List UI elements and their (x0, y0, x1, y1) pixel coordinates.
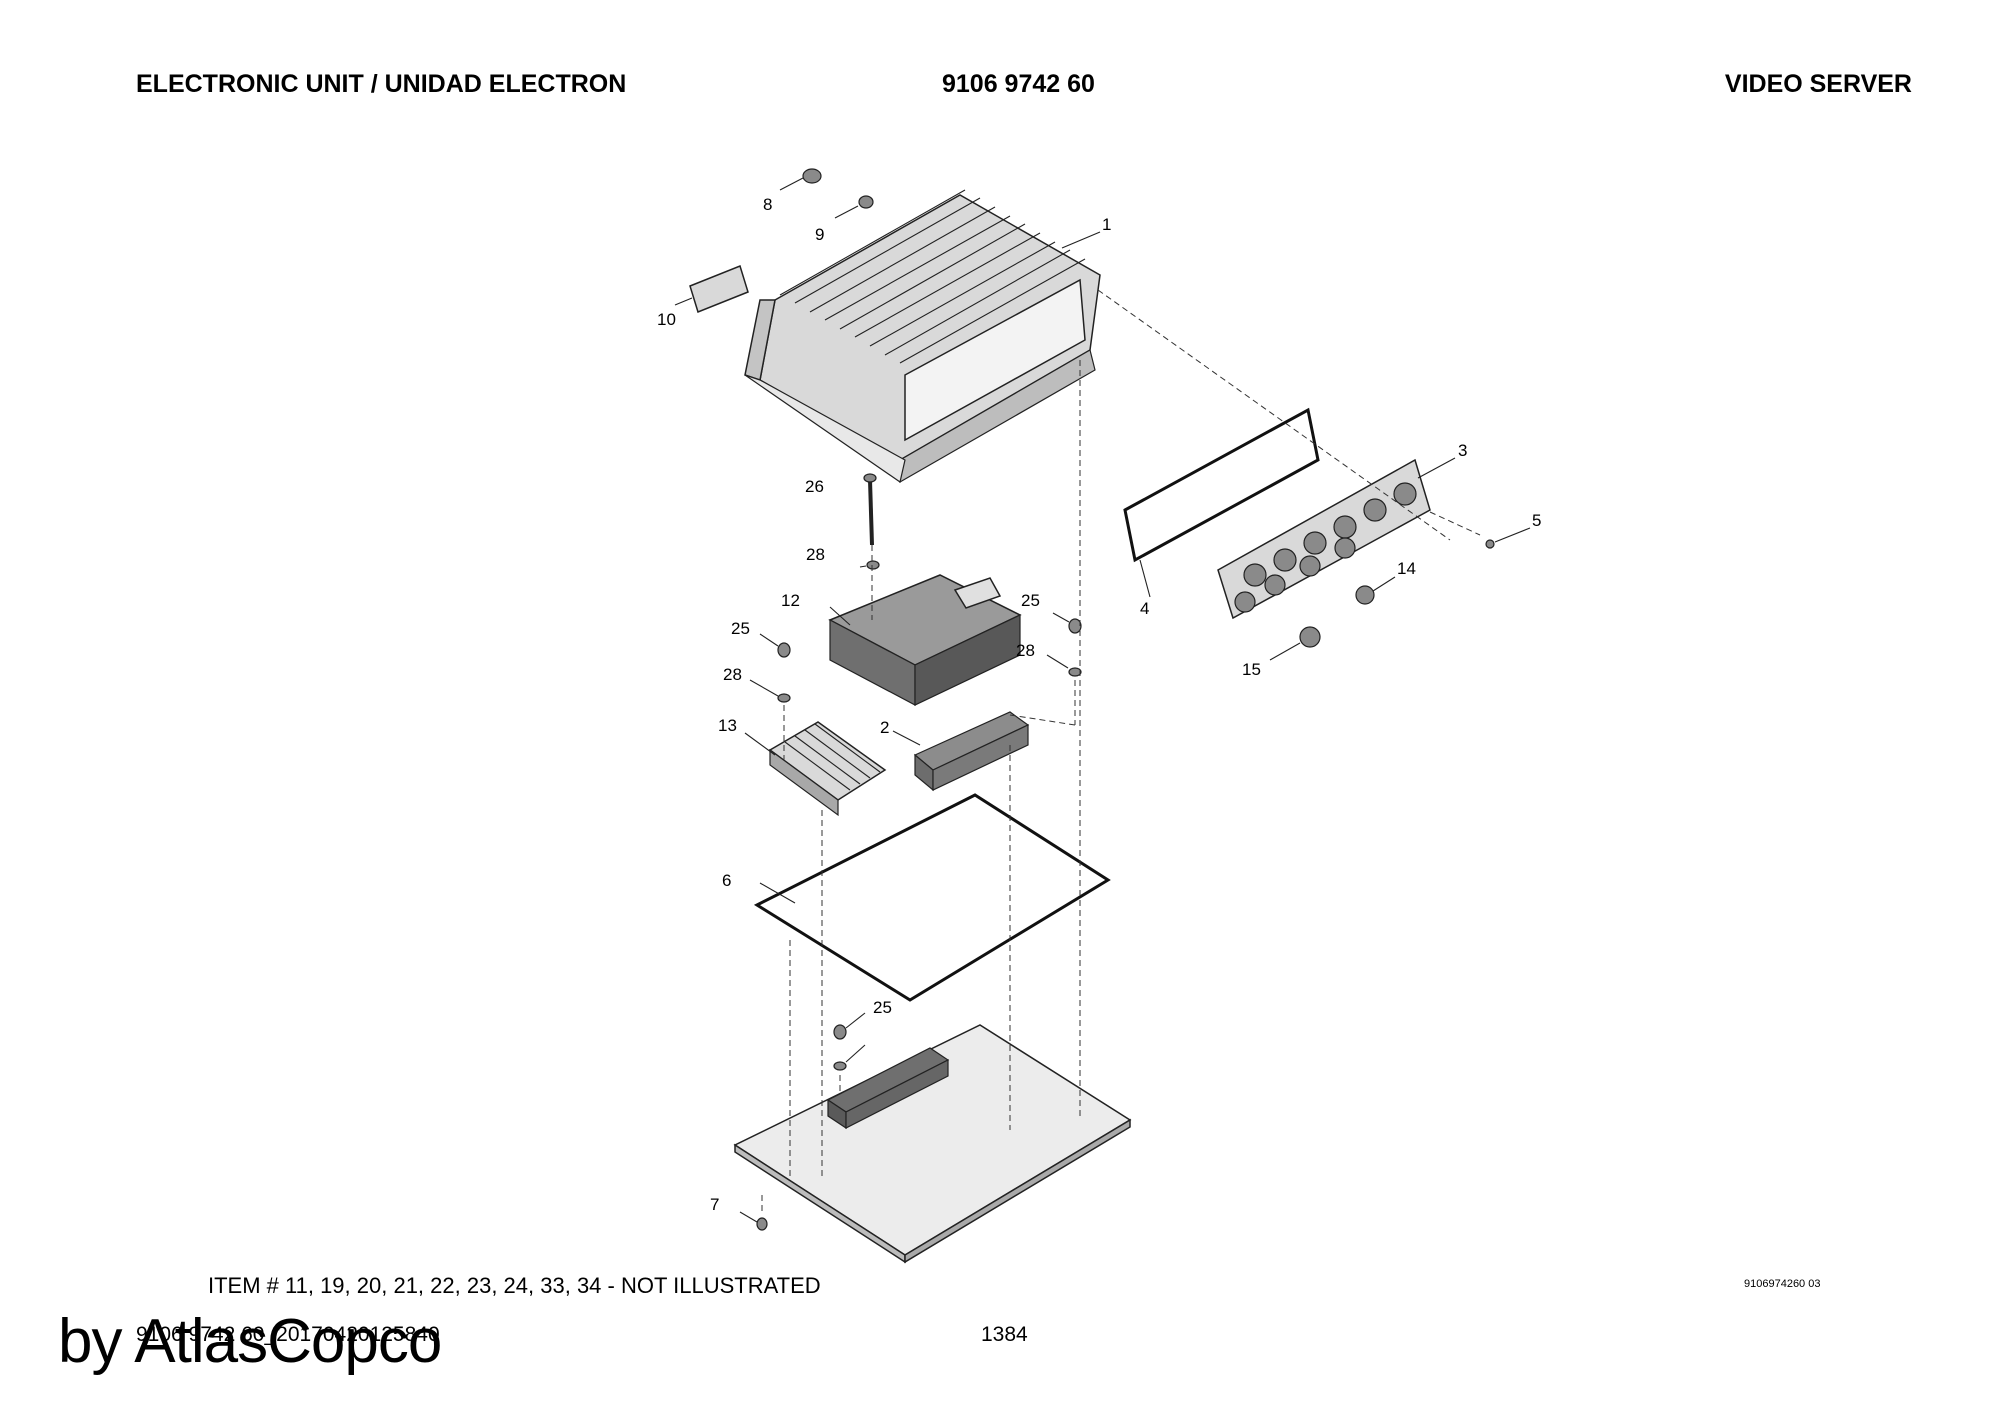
callout-label: 26 (805, 477, 824, 496)
heat-sink (768, 721, 887, 817)
housing-cover (744, 189, 1101, 484)
not-illustrated-note: ITEM # 11, 19, 20, 21, 22, 23, 24, 33, 3… (208, 1273, 821, 1298)
bracket-2 (913, 711, 1030, 792)
callout-label: 1 (1102, 215, 1111, 234)
screw-5 (1485, 539, 1495, 549)
document-id: 9106 9742 60_20170420125840 (136, 1323, 440, 1346)
callout-label: 25 (1021, 591, 1040, 610)
bolt-26 (863, 473, 877, 546)
watermark-text: by AtlasCopco (58, 1307, 442, 1376)
assembly-lines (761, 289, 1481, 1215)
callout-label: 5 (1532, 511, 1541, 530)
callout-label: 14 (1397, 559, 1416, 578)
drawing-reference: 9106974260 03 (1744, 1278, 1821, 1290)
callout-label: 15 (1242, 660, 1261, 679)
fitting-8 (779, 168, 822, 191)
end-gasket (1123, 407, 1320, 563)
nut-25-left (777, 642, 791, 658)
electronic-module (828, 574, 1022, 706)
washer-28-bottom (833, 1061, 847, 1071)
cap-14 (1355, 585, 1375, 605)
connector-plate (1217, 458, 1431, 620)
screw-7 (756, 1217, 768, 1231)
page-subtitle: VIDEO SERVER (1724, 70, 1912, 98)
callout-label: 25 (873, 998, 892, 1017)
callout-label: 9 (815, 225, 824, 244)
washer-28-top (866, 560, 880, 570)
callout-label: 4 (1140, 599, 1149, 618)
washer-28-left (777, 693, 791, 703)
page-number: 1384 (981, 1323, 1028, 1346)
leader-lines (739, 231, 1531, 1223)
callout-label: 3 (1458, 441, 1467, 460)
callout-label: 13 (718, 716, 737, 735)
washer-28-right (1068, 667, 1082, 677)
page-title: ELECTRONIC UNIT / UNIDAD ELECTRON (136, 70, 627, 98)
callout-label: 12 (781, 591, 800, 610)
callout-labels: 1 2 3 4 5 6 7 8 9 10 12 13 14 15 25 25 2… (657, 195, 1541, 1214)
base-gasket (753, 793, 1111, 1002)
cap-15 (1299, 626, 1321, 648)
callout-label: 10 (657, 310, 676, 329)
nut-25-bottom (833, 1024, 847, 1040)
callout-label: 8 (763, 195, 772, 214)
callout-label: 28 (1016, 641, 1035, 660)
callout-label: 28 (806, 545, 825, 564)
callout-label: 2 (880, 718, 889, 737)
nut-25-right (1068, 618, 1082, 634)
base-plate (733, 1024, 1132, 1264)
callout-label: 25 (731, 619, 750, 638)
fitting-9 (834, 195, 874, 219)
part-number: 9106 9742 60 (942, 70, 1095, 98)
callout-label: 6 (722, 871, 731, 890)
label-plate (674, 265, 749, 313)
callout-label: 28 (723, 665, 742, 684)
callout-label: 7 (710, 1195, 719, 1214)
